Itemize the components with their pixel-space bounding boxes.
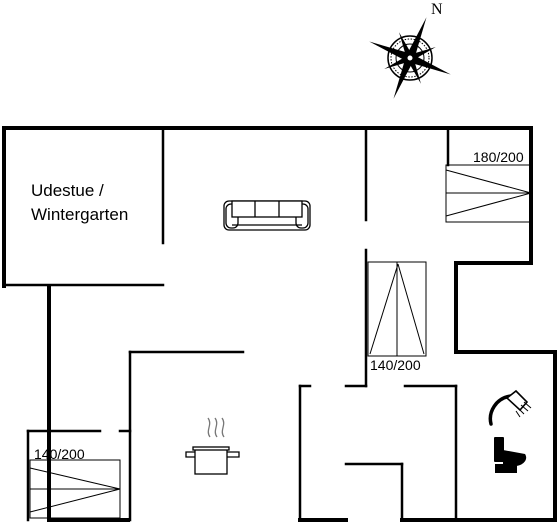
- outer-walls: [2, 126, 557, 522]
- bed-140-200-stairs: [367, 261, 427, 357]
- bed-140-200-bottom-left: [29, 459, 121, 519]
- compass-rose-icon: [369, 17, 451, 99]
- north-label: N: [431, 1, 443, 18]
- interior-walls: [2, 128, 458, 522]
- cooking-pot-icon: [185, 417, 240, 475]
- toilet-icon: [494, 437, 527, 473]
- room-label-sunroom-line2: Wintergarten: [31, 205, 129, 224]
- bed-size-label: 140/200: [34, 446, 85, 462]
- sofa-icon: [223, 200, 311, 231]
- bed-size-label: 140/200: [370, 357, 421, 373]
- room-label-sunroom-line1: Udestue /: [31, 181, 104, 200]
- shower-icon: [488, 389, 532, 426]
- bed-180-200: [445, 164, 532, 223]
- bed-size-label: 180/200: [473, 149, 524, 165]
